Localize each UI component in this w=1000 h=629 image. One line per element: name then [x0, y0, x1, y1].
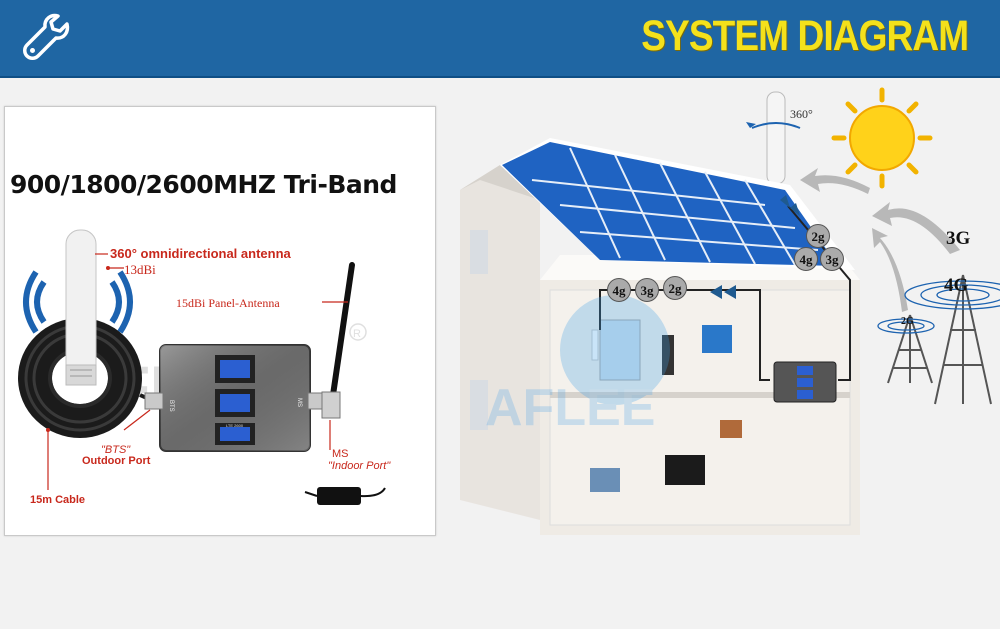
system-scene: 360° [460, 87, 1000, 535]
cable-arrows [710, 195, 800, 299]
ms-label: MS [332, 448, 349, 460]
panel-antenna-label: 15dBi Panel-Antenna [176, 296, 280, 310]
network-2g-label: 2G [901, 316, 914, 327]
header-bar: SYSTEM DIAGRAM [0, 0, 1000, 78]
svg-text:R: R [353, 328, 361, 340]
wrench-icon [23, 13, 70, 60]
scene-watermark-text: AFLEE [485, 379, 655, 437]
network-3g-label: 3G [946, 228, 971, 249]
roof-omni-antenna [746, 91, 801, 206]
panel-antenna [321, 262, 355, 419]
outdoor-port-label: Outdoor Port [82, 455, 151, 467]
sun-icon [831, 87, 933, 189]
cable-label: 15m Cable [30, 494, 86, 506]
page-title: SYSTEM DIAGRAM [641, 12, 969, 60]
signal-arrows [800, 168, 960, 312]
indoor-port-label: "Indoor Port" [328, 460, 391, 472]
product-title: 900/1800/2600MHZ Tri-Band [10, 170, 397, 199]
indoor-band-3g: 3g [635, 278, 659, 302]
scene-watermark: AFLEE [485, 295, 670, 437]
solar-panels [500, 138, 855, 270]
booster-model-label: LTE 2600 [226, 423, 244, 428]
omni-antenna-label: 360° omnidirectional antenna [110, 246, 291, 261]
omni-antenna-gain: 13dBi [124, 262, 156, 277]
roof-band-4g: 4g [794, 247, 818, 271]
signal-waves-left [23, 270, 133, 334]
roof-band-3g: 3g [820, 247, 844, 271]
roof-antenna-rotation: 360° [790, 107, 813, 121]
power-adapter [304, 487, 386, 505]
product-illustration: AFLEE R LTE 2600 BTS MS [18, 229, 386, 505]
tower-waves [877, 280, 1000, 334]
network-4g-label: 4G [944, 275, 969, 296]
indoor-band-4g: 4g [607, 278, 631, 302]
signal-booster: LTE 2600 BTS MS [144, 344, 327, 452]
omnidirectional-antenna [65, 229, 97, 386]
indoor-booster [773, 361, 837, 403]
bts-label: "BTS" [101, 444, 131, 456]
leader-lines [47, 253, 348, 490]
indoor-band-2g: 2g [663, 276, 687, 300]
roof-band-2g: 2g [806, 224, 830, 248]
booster-port-ms: MS [296, 398, 302, 407]
booster-port-bts: BTS [168, 400, 174, 412]
cell-towers [887, 274, 992, 405]
